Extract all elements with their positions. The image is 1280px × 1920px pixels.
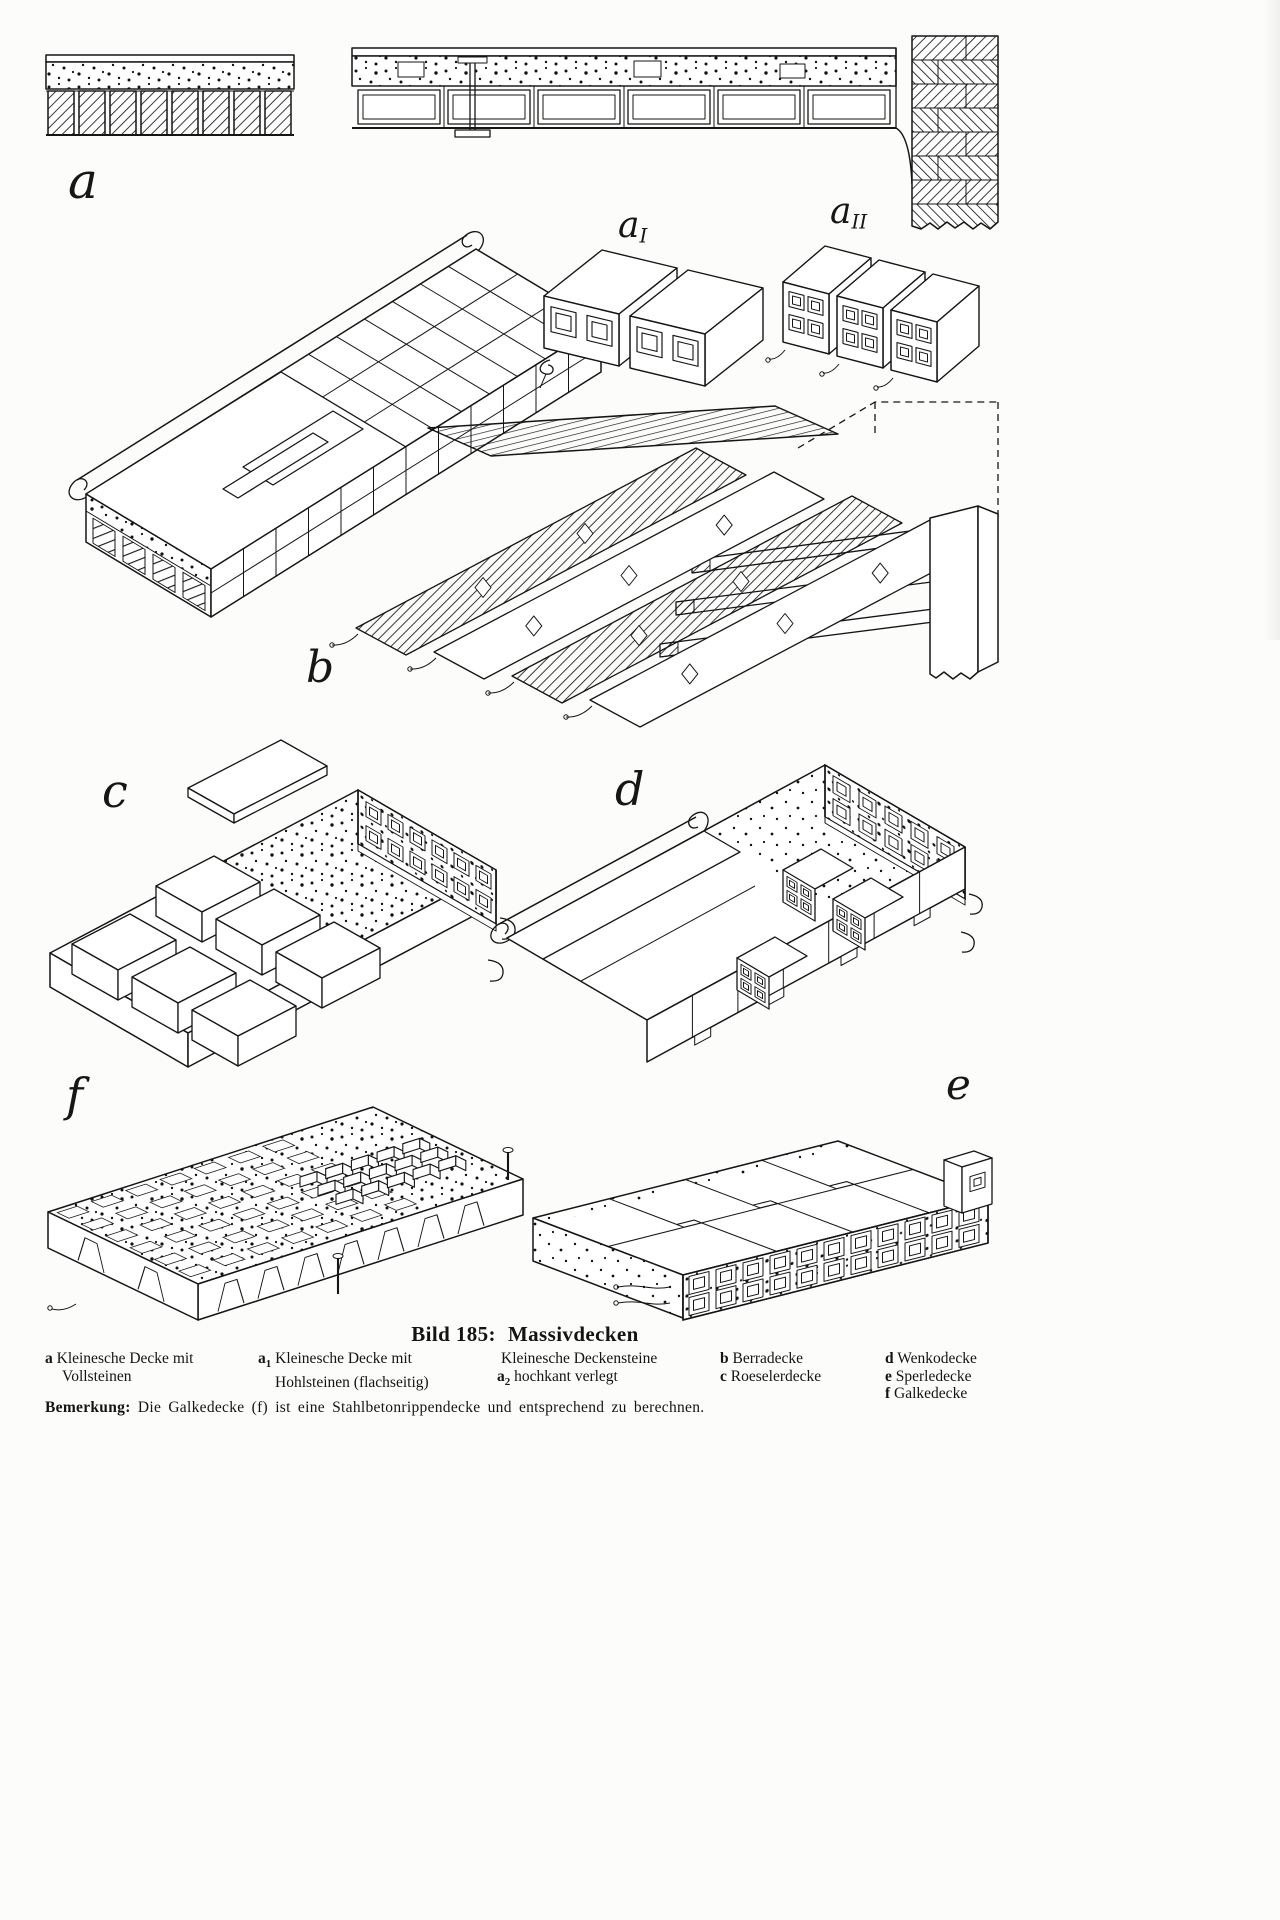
- loose-hollow-blocks: [736, 848, 904, 1010]
- brick-wall: [911, 35, 999, 230]
- label-f: f: [66, 1068, 84, 1122]
- legend-col-bc: b Berradecke c Roeselerdecke: [720, 1350, 822, 1385]
- drawing-berradecke: [329, 401, 999, 728]
- end-block: [943, 1150, 993, 1214]
- dowel-pin: [502, 1147, 514, 1180]
- concrete-topping: [351, 55, 897, 87]
- anchor-hook: [960, 931, 975, 953]
- reinforcement-wire: [876, 377, 894, 388]
- folded-plate-elements: [355, 447, 981, 728]
- reinforcement-wires: [329, 633, 593, 720]
- wall-post: [929, 505, 999, 680]
- floor-boards: [45, 54, 295, 63]
- anchor-hook: [968, 893, 983, 915]
- end-face-cross-section: [85, 493, 212, 618]
- solid-brick-row: [47, 90, 292, 136]
- loose-slab-plate: [187, 739, 328, 824]
- corrugated-top: [427, 405, 839, 457]
- reinforcement-wires: [613, 1284, 671, 1306]
- drawing-cross-section-at-wall: [351, 35, 999, 230]
- legend-col-a: a Kleinesche Decke mit Vollsteinen: [45, 1350, 194, 1385]
- label-c: c: [102, 764, 128, 818]
- dashed-outline: [797, 401, 998, 449]
- floor-boards: [351, 47, 897, 57]
- front-edge-face: [210, 323, 602, 618]
- large-filler-blocks: [71, 855, 381, 1067]
- plaster-cove: [895, 127, 913, 185]
- interlocking-plates: [607, 1159, 930, 1252]
- drawing-hollow-blocks-upright: [765, 245, 980, 391]
- dowel-pin: [332, 1253, 344, 1294]
- concrete-topping: [45, 61, 295, 90]
- membrane-roll: [490, 811, 709, 944]
- reinforcement-wire: [51, 1303, 77, 1311]
- drawing-kleinesche-decke: [68, 230, 602, 618]
- label-e: e: [946, 1060, 971, 1109]
- caption-number: Bild 185:: [411, 1322, 496, 1346]
- remark-text: Die Galkedecke (f) ist eine Stahlbetonri…: [137, 1399, 705, 1416]
- label-a: a: [68, 152, 98, 210]
- legend-col-a2: Kleinesche Deckensteine a2 hochkant verl…: [497, 1350, 658, 1388]
- hollow-block-front-face: [682, 1197, 989, 1321]
- ribbed-front-face: [197, 1178, 524, 1321]
- caption-title: Massivdecken: [507, 1322, 639, 1346]
- steel-beam: [454, 56, 491, 138]
- label-a2: aII: [830, 191, 868, 234]
- concrete-topping: [704, 765, 965, 913]
- membrane-sheet: [506, 830, 741, 960]
- label-a1: aI: [618, 205, 648, 248]
- legend-col-a1: a1 Kleinesche Decke mit Hohlsteinen (fla…: [258, 1350, 429, 1391]
- anchor-hook: [487, 959, 504, 982]
- drawing-hollow-blocks-flat: [539, 249, 764, 389]
- remark-label: Bemerkung:: [45, 1399, 131, 1416]
- label-b: b: [306, 642, 335, 693]
- deck-block-grid: [308, 265, 574, 430]
- membrane-roll: [68, 230, 484, 501]
- drawing-wenkodecke: [490, 764, 983, 1063]
- ribbed-left-end-face: [47, 1211, 199, 1321]
- drawing-galkedecke: [47, 1106, 524, 1321]
- drawing-sperledecke: [532, 1140, 993, 1321]
- reinforcement-wire: [539, 359, 554, 375]
- figure-caption: Bild 185: Massivdecken: [0, 1322, 1050, 1347]
- figure-remark: Bemerkung: Die Galkedecke (f) ist eine S…: [45, 1399, 704, 1417]
- label-d: d: [615, 762, 645, 816]
- scan-edge-shadow: [1264, 0, 1280, 640]
- legend-col-def: d Wenkodecke e Sperledecke f Galkedecke: [885, 1350, 977, 1402]
- hollow-block-row: [357, 86, 891, 128]
- reinforcement-wire: [822, 363, 840, 374]
- drawing-cross-section-vollsteine: [45, 54, 295, 137]
- loose-planks: [222, 410, 364, 499]
- hollow-cell-end-face: [357, 789, 497, 932]
- drawing-roeselerdecke: [49, 739, 516, 1068]
